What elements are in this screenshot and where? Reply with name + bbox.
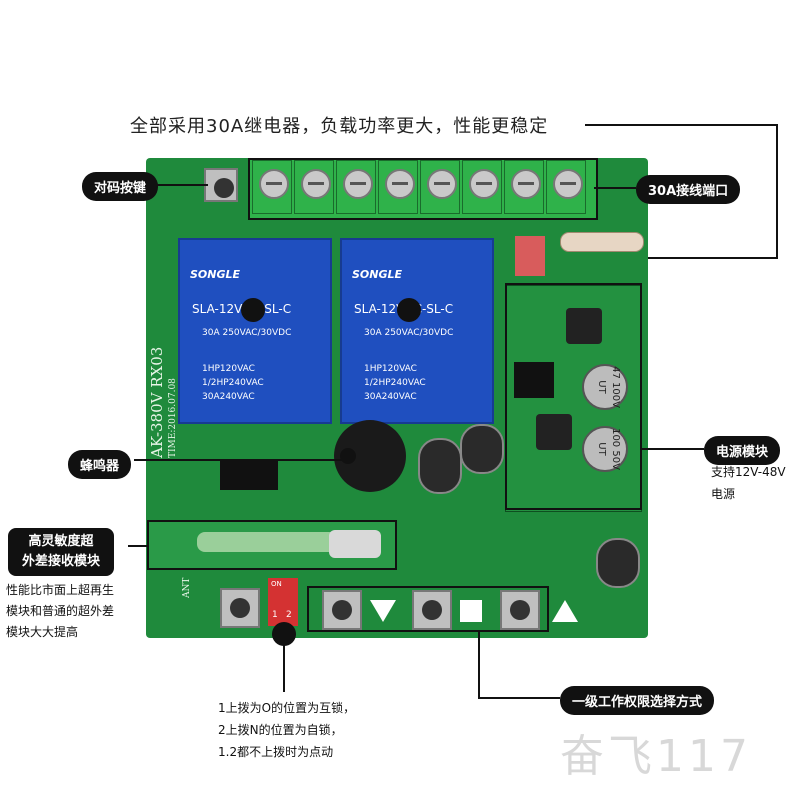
relay-brand: SONGLE	[190, 268, 241, 281]
down-arrow-icon	[370, 600, 396, 622]
terminal-screw	[252, 160, 292, 214]
receiver-note: 性能比市面上超再生	[6, 583, 115, 597]
callout-pair-button: 对码按键	[82, 172, 159, 201]
capacitor	[418, 438, 462, 494]
power-resistor	[560, 232, 644, 252]
callout-terminal-port: 30A接线端口	[636, 175, 741, 204]
stop-square-icon	[460, 600, 482, 622]
terminal-screw	[378, 160, 418, 214]
callout-dot	[340, 448, 356, 464]
callout-receiver-line2: 外差接收模块	[22, 554, 101, 569]
watermark: 奋飞117	[560, 731, 752, 782]
receiver-antenna-coil	[197, 532, 337, 552]
relay-spec: 30A 250VAC/30VDC	[202, 328, 292, 338]
dip-label-2: 2	[286, 610, 292, 620]
dip-note: 2上拨N的位置为自锁，	[218, 723, 343, 737]
headline-connector	[776, 124, 778, 258]
receiver-module	[147, 520, 397, 570]
callout-line	[134, 459, 344, 461]
callout-line	[478, 697, 560, 699]
callout-dot	[241, 298, 265, 322]
up-arrow-icon	[552, 600, 578, 622]
relay-2: SONGLE SLA-12VDC-SL-C 30A 250VAC/30VDC 1…	[340, 238, 494, 424]
callout-line	[594, 187, 636, 189]
ant-label: ANT	[182, 577, 192, 598]
relay-1: SONGLE SLA-12VDC-SL-C 30A 250VAC/30VDC 1…	[178, 238, 332, 424]
receiver-note: 模块大大提高	[6, 625, 79, 639]
ic-chip	[220, 460, 278, 490]
relay-spec: 30A240VAC	[364, 392, 417, 402]
relay-spec: 1HP120VAC	[202, 364, 255, 374]
callout-receiver-module: 高灵敏度超 外差接收模块	[8, 528, 115, 576]
terminal-screw	[294, 160, 334, 214]
dip-switch[interactable]: ON 1 2	[268, 578, 298, 626]
capacitor	[460, 424, 504, 474]
antenna-pad	[220, 588, 260, 628]
power-note: 支持12V-48V	[711, 465, 786, 479]
terminal-screw	[336, 160, 376, 214]
callout-buzzer: 蜂鸣器	[68, 450, 132, 479]
permission-buttons-frame	[307, 586, 549, 632]
dip-note: 1.2都不上拨时为点动	[218, 745, 334, 759]
callout-power-module: 电源模块	[704, 436, 781, 465]
receiver-crystal	[329, 530, 381, 558]
headline: 全部采用30A继电器，负载功率更大，性能更稳定	[130, 116, 549, 137]
relay-spec: 30A 250VAC/30VDC	[364, 328, 454, 338]
headline-connector	[585, 124, 777, 126]
callout-receiver-line1: 高灵敏度超	[28, 534, 94, 549]
terminal-screw	[504, 160, 544, 214]
dip-on-label: ON	[271, 580, 282, 588]
callout-line	[642, 448, 704, 450]
callout-permission-mode: 一级工作权限选择方式	[560, 686, 715, 715]
dip-note: 1上拨为O的位置为互锁，	[218, 701, 356, 715]
relay-spec: 30A240VAC	[202, 392, 255, 402]
relay-spec: 1HP120VAC	[364, 364, 417, 374]
callout-line	[478, 632, 480, 698]
relay-spec: 1/2HP240VAC	[202, 378, 264, 388]
capacitor	[596, 538, 640, 588]
callout-line	[128, 545, 148, 547]
silk-model-label: AK-380V RX03	[148, 346, 166, 458]
inductor	[536, 414, 572, 450]
dip-label-1: 1	[272, 610, 278, 620]
pair-button[interactable]	[204, 168, 238, 202]
relay-spec: 1/2HP240VAC	[364, 378, 426, 388]
power-note: 电源	[711, 487, 736, 501]
inductor	[566, 308, 602, 344]
power-module: 47 100V UT 100 50V UT	[505, 285, 642, 512]
callout-line	[154, 184, 208, 186]
receiver-note: 模块和普通的超外差	[6, 604, 115, 618]
callout-dot	[397, 298, 421, 322]
terminal-screw	[462, 160, 502, 214]
power-module-frame	[505, 283, 642, 510]
remote-button-3[interactable]	[500, 590, 540, 630]
relay-brand: SONGLE	[352, 268, 403, 281]
terminal-screw	[546, 160, 586, 214]
remote-button-1[interactable]	[322, 590, 362, 630]
silk-time-label: TIME:2016.07.08	[168, 378, 178, 458]
ic-chip	[514, 362, 554, 398]
callout-line	[283, 640, 285, 692]
fuse-component	[515, 236, 545, 276]
remote-button-2[interactable]	[412, 590, 452, 630]
terminal-screw	[420, 160, 460, 214]
